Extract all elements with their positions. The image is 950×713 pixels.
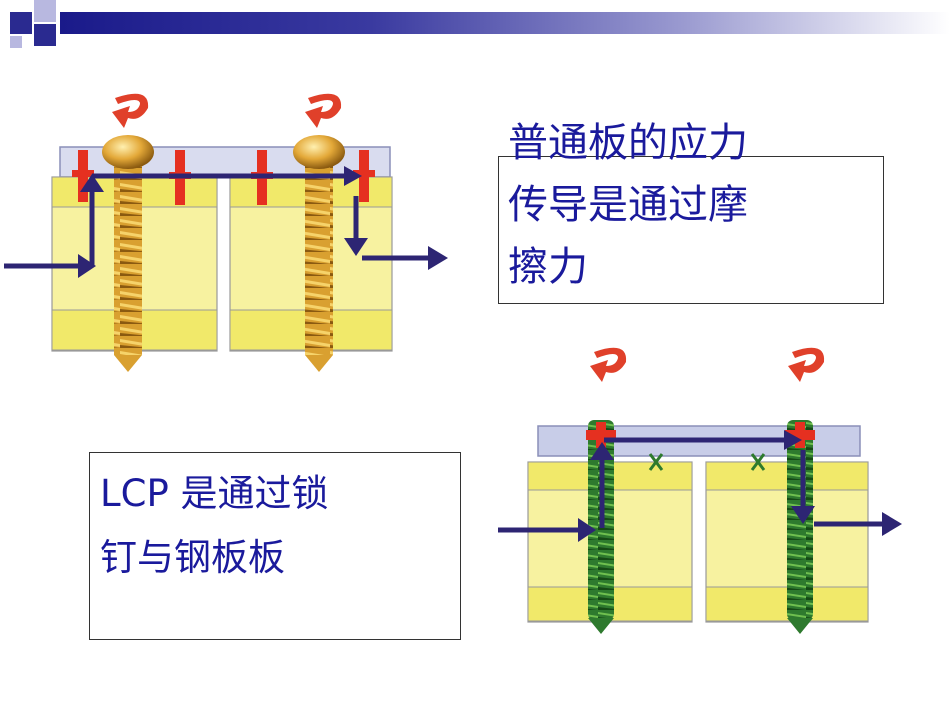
locking-screw-right — [787, 420, 813, 634]
lcp-diagram — [498, 347, 902, 634]
header-square — [10, 12, 32, 34]
lock-cross-icon — [785, 422, 815, 448]
header-square — [34, 0, 56, 22]
conventional-plate-diagram — [4, 93, 448, 372]
caption-line: 普通板的应力 — [508, 120, 748, 166]
friction-marker-icon — [648, 453, 766, 471]
caption-line: LCP 是通过锁 — [100, 472, 329, 515]
conventional-plate-caption-box — [498, 156, 884, 304]
caption-line: 钉与钢板板 — [100, 536, 285, 579]
rotate-arrow-icon — [590, 347, 627, 382]
header-square — [10, 36, 22, 48]
rotate-arrow-icon — [788, 347, 825, 382]
header-bar — [60, 12, 950, 34]
lcp-caption: LCP 是通过锁 钉与钢板板 — [100, 462, 329, 590]
caption-line: 传导是通过摩 — [508, 182, 748, 228]
force-arrow-icon — [4, 173, 430, 269]
caption-line: 擦力 — [508, 244, 588, 290]
lcp-caption-box — [89, 452, 461, 640]
rotate-arrow-icon — [305, 93, 342, 128]
screw-left — [102, 135, 154, 372]
rotate-arrow-icon — [112, 93, 149, 128]
screw-right — [293, 135, 345, 372]
header-square — [34, 24, 56, 46]
conventional-plate-caption: 普通板的应力 传导是通过摩 擦力 — [508, 112, 748, 298]
lock-cross-icon — [586, 422, 616, 448]
force-arrow-icon — [498, 437, 884, 533]
